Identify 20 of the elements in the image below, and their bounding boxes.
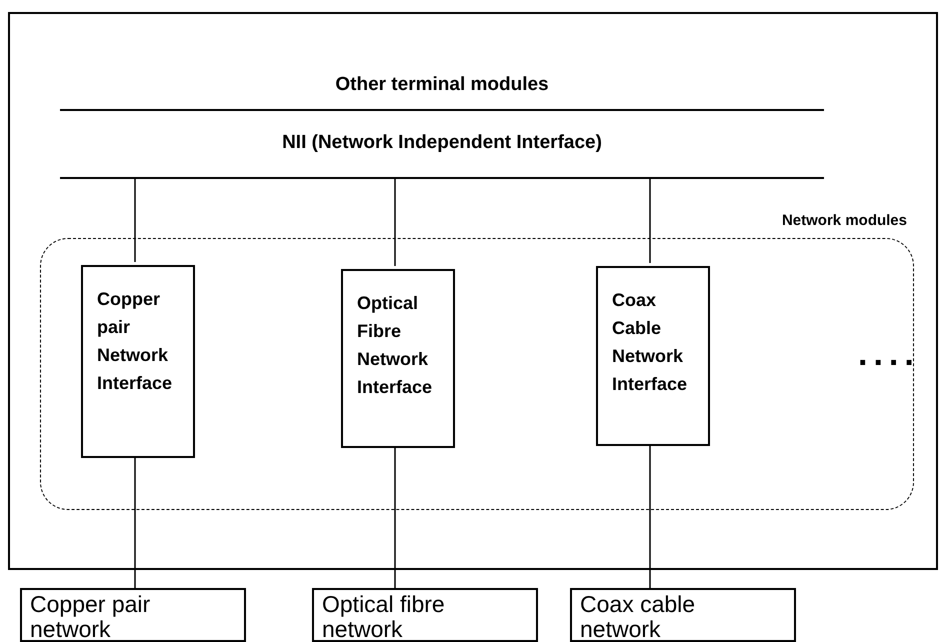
box-label: Copper pair network <box>30 592 152 642</box>
ellipsis-label: .... <box>858 335 920 374</box>
bus-label: Other terminal modules <box>334 74 550 96</box>
interface-box <box>596 266 710 446</box>
region-heading: Network modules <box>782 212 907 229</box>
connector-line <box>394 177 396 266</box>
connector-line <box>134 177 136 262</box>
interface-box <box>81 265 195 458</box>
connector-line <box>649 177 651 263</box>
module-frame <box>8 12 938 570</box>
box-label: Copper pair Network Interface <box>97 288 174 395</box>
box-label: Coax cable network <box>580 592 696 642</box>
box-label: Coax Cable Network Interface <box>612 289 688 396</box>
network-box <box>570 588 796 642</box>
network-box <box>312 588 538 642</box>
network-box <box>20 588 246 642</box>
bus-label: NII (Network Independent Interface) <box>281 132 603 154</box>
box-label: Optical Fibre Network Interface <box>357 292 434 399</box>
box-label: Optical fibre network <box>322 592 446 642</box>
interface-box <box>341 269 455 448</box>
